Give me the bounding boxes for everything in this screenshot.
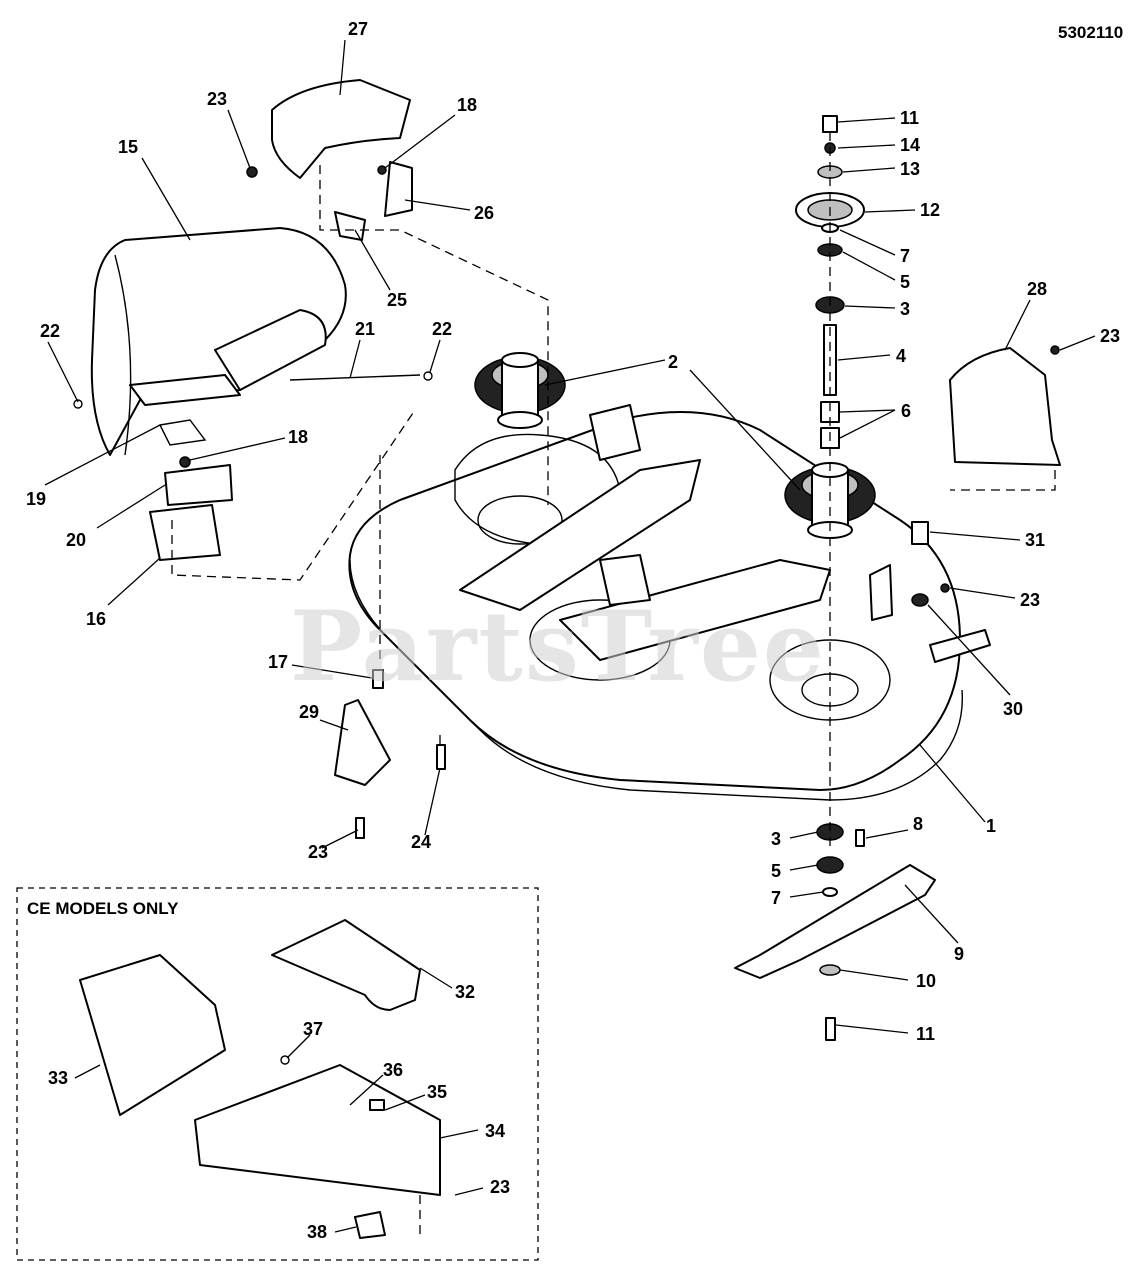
- ce-box-title: CE MODELS ONLY: [27, 899, 179, 918]
- callout-11-lower: 11: [916, 1024, 935, 1044]
- callout-13: 13: [900, 159, 920, 179]
- callout-8: 8: [913, 814, 923, 834]
- ce-deflector-plate-32: [271, 919, 421, 1011]
- callout-31: 31: [1025, 530, 1045, 550]
- callout-17: 17: [268, 652, 288, 672]
- gauge-wheel-bracket: [334, 699, 391, 786]
- callout-26: 26: [474, 203, 494, 223]
- callout-16: 16: [86, 609, 106, 629]
- callout-9: 9: [954, 944, 964, 964]
- callout-7-lower: 7: [771, 888, 781, 908]
- document-number: 5302110: [1058, 23, 1123, 42]
- ce-guard-34: [194, 1055, 441, 1196]
- callout-22-right: 22: [432, 319, 452, 339]
- callout-11: 11: [900, 108, 919, 128]
- callout-3: 3: [900, 299, 910, 319]
- hinge-rod: [73, 371, 433, 409]
- spindle-assembly-left: [474, 352, 566, 429]
- callout-labels: 27 23 18 15 26 25 22 21 22 19 18 20 16 2…: [26, 19, 1120, 1242]
- callout-15: 15: [118, 137, 138, 157]
- callout-32: 32: [455, 982, 475, 1002]
- callout-24: 24: [411, 832, 431, 852]
- callout-7: 7: [900, 246, 910, 266]
- callout-1: 1: [986, 816, 996, 836]
- callout-22: 22: [40, 321, 60, 341]
- watermark: PartsTree: [290, 590, 826, 703]
- ce-models-box: [16, 887, 539, 1261]
- deflector-shield: [271, 79, 411, 179]
- callout-14: 14: [900, 135, 920, 155]
- callout-23: 23: [207, 89, 227, 109]
- callout-6: 6: [901, 401, 911, 421]
- callout-21: 21: [355, 319, 375, 339]
- belt-cover: [949, 345, 1061, 466]
- leader-lines: [44, 39, 1096, 1233]
- callout-23-cover: 23: [1100, 326, 1120, 346]
- callout-5-lower: 5: [771, 861, 781, 881]
- callout-30: 30: [1003, 699, 1023, 719]
- callout-18: 18: [457, 95, 477, 115]
- callout-5: 5: [900, 272, 910, 292]
- ce-clip-38: [354, 1211, 386, 1239]
- callout-19: 19: [26, 489, 46, 509]
- callout-3-lower: 3: [771, 829, 781, 849]
- callout-23-bracket: 23: [308, 842, 328, 862]
- alignment-lines: [171, 132, 1056, 1238]
- callout-33: 33: [48, 1068, 68, 1088]
- callout-23-ce: 23: [490, 1177, 510, 1197]
- callout-4: 4: [896, 346, 906, 366]
- callout-38: 38: [307, 1222, 327, 1242]
- callout-27: 27: [348, 19, 368, 39]
- chute-mount-bracket: [149, 456, 233, 561]
- ce-shield-33: [79, 954, 226, 1116]
- small-hardware: [355, 521, 950, 839]
- callout-2: 2: [668, 352, 678, 372]
- callout-34: 34: [485, 1121, 505, 1141]
- callout-36: 36: [383, 1060, 403, 1080]
- callout-25: 25: [387, 290, 407, 310]
- callout-18-lower: 18: [288, 427, 308, 447]
- chute-hinge-bracket: [129, 374, 241, 446]
- callout-35: 35: [427, 1082, 447, 1102]
- callout-23-deck: 23: [1020, 590, 1040, 610]
- callout-12: 12: [920, 200, 940, 220]
- callout-37: 37: [303, 1019, 323, 1039]
- callout-10: 10: [916, 971, 936, 991]
- callout-20: 20: [66, 530, 86, 550]
- callout-28: 28: [1027, 279, 1047, 299]
- callout-29: 29: [299, 702, 319, 722]
- mower-blade: [734, 864, 936, 979]
- discharge-chute: [90, 227, 347, 456]
